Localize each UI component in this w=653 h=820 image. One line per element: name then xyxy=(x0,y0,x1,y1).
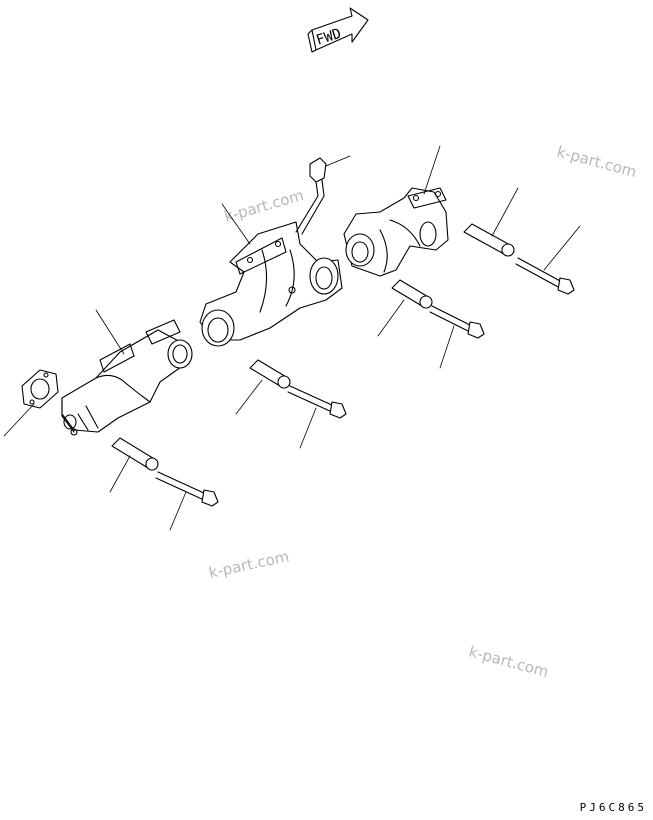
spacer xyxy=(463,223,515,257)
gasket xyxy=(21,369,59,409)
bolt xyxy=(515,257,575,295)
watermark: k-part.com xyxy=(222,186,305,226)
tube-fitting xyxy=(295,157,327,235)
bolt xyxy=(155,471,219,507)
drawing-code: PJ6C865 xyxy=(579,801,647,814)
bolt xyxy=(429,305,485,339)
manifold-middle-section xyxy=(199,221,343,347)
bolt xyxy=(287,385,347,419)
manifold-front-section xyxy=(61,319,193,436)
watermark: k-part.com xyxy=(467,642,551,681)
leader-lines xyxy=(3,145,581,531)
watermark: k-part.com xyxy=(207,547,291,582)
forward-arrow-label: FWD xyxy=(314,26,343,49)
manifold-rear-section xyxy=(343,187,449,277)
watermark: k-part.com xyxy=(555,142,639,181)
forward-arrow-icon: FWD xyxy=(307,7,369,53)
spacer xyxy=(249,359,291,389)
spacer xyxy=(111,437,159,471)
spacer xyxy=(391,279,433,309)
